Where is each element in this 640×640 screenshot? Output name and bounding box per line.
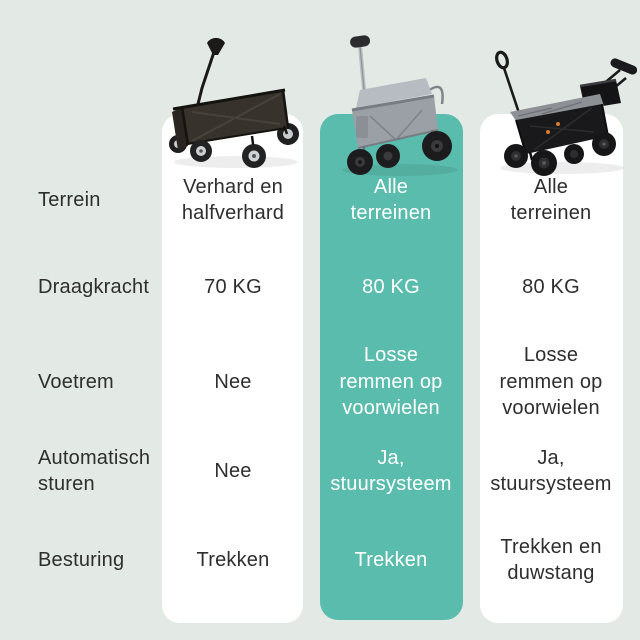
draagkracht-product-2: 80 KG [362, 275, 420, 298]
besturing-product-1: Trekken [196, 548, 270, 571]
table-row-voetrem: Voetrem Nee Losse remmen op voorwielen L… [0, 342, 640, 422]
besturing-product-2: Trekken [354, 548, 428, 571]
draagkracht-product-1: 70 KG [204, 275, 262, 298]
row-label-draagkracht: Draagkracht [38, 275, 150, 298]
table-row-automatisch-sturen: Automatisch sturen Nee Ja, stuursysteem … [0, 437, 640, 505]
automatisch-sturen-product-3: Ja, stuursysteem [490, 446, 612, 495]
voetrem-product-3: Losse remmen op voorwielen [499, 344, 603, 420]
product-column-3-card [480, 114, 623, 623]
row-label-automatisch-sturen: Automatisch sturen [38, 446, 151, 495]
besturing-product-3: Trekken en duwstang [500, 535, 602, 584]
automatisch-sturen-product-1: Nee [214, 459, 252, 482]
voetrem-product-1: Nee [214, 370, 252, 393]
table-row-draagkracht: Draagkracht 70 KG 80 KG 80 KG [0, 259, 640, 315]
voetrem-product-2: Losse remmen op voorwielen [339, 344, 443, 420]
product-column-2-card-highlighted [320, 114, 463, 620]
terrein-product-2: Alle terreinen [350, 175, 432, 224]
terrein-product-3: Alle terreinen [510, 175, 592, 224]
table-row-terrein: Terrein Verhard en halfverhard Alle terr… [0, 166, 640, 234]
row-label-besturing: Besturing [38, 548, 125, 571]
row-label-voetrem: Voetrem [38, 370, 114, 393]
draagkracht-product-3: 80 KG [522, 275, 580, 298]
product-image-black-pull-wagon [169, 37, 299, 168]
product-image-black-push-pull-wagon [495, 50, 637, 176]
terrein-product-1: Verhard en halfverhard [181, 175, 285, 224]
automatisch-sturen-product-2: Ja, stuursysteem [330, 446, 452, 495]
product-column-1-card [162, 114, 303, 623]
row-label-terrein: Terrein [38, 188, 101, 211]
table-row-besturing: Besturing Trekken Trekken Trekken en duw… [0, 526, 640, 594]
product-image-grey-wagon [342, 35, 458, 176]
